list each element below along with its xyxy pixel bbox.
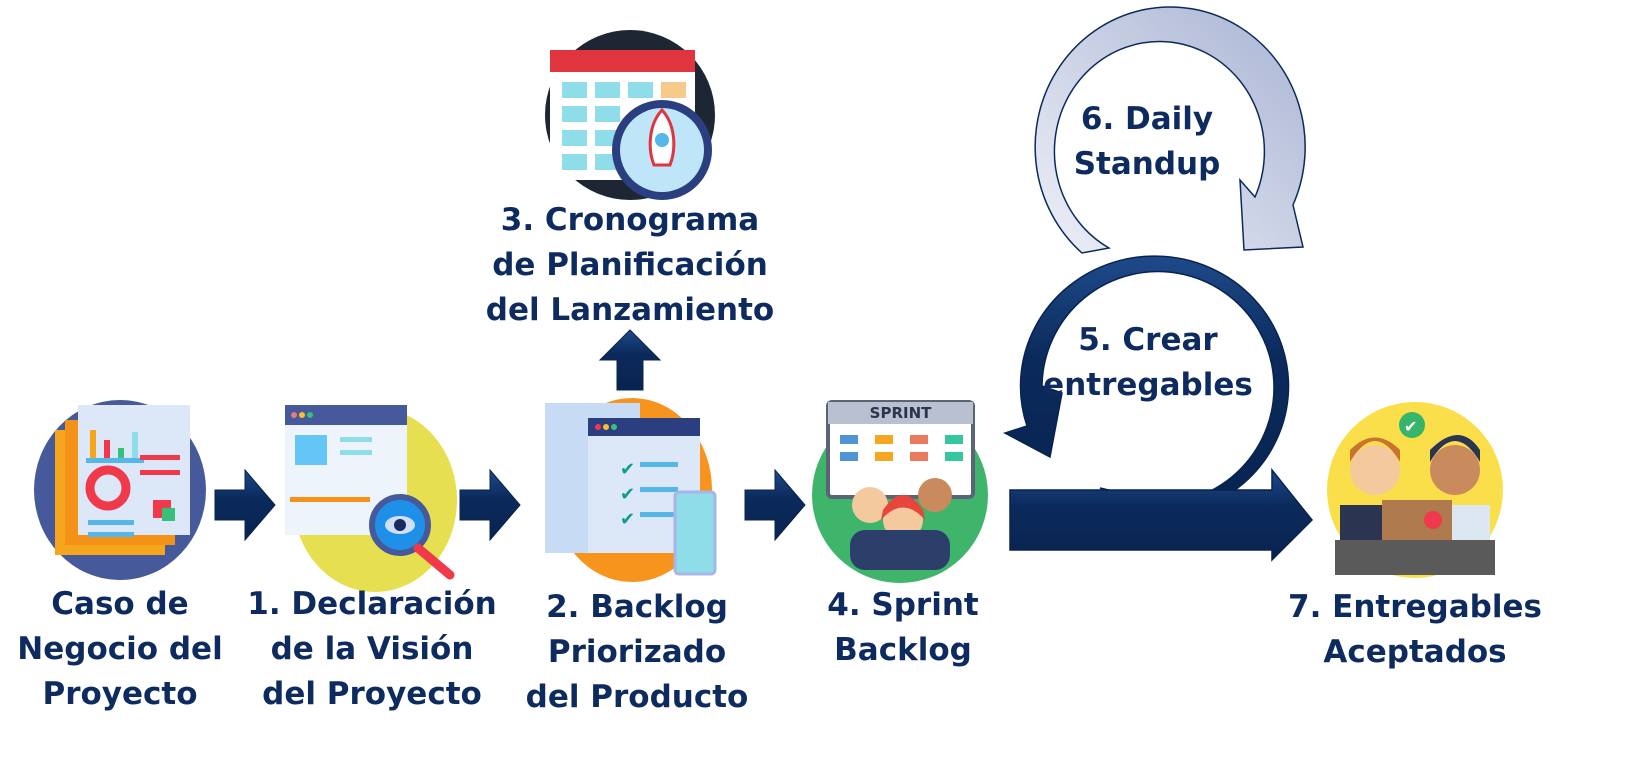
svg-text:✔: ✔ bbox=[620, 484, 635, 505]
label-line: Aceptados bbox=[1323, 634, 1507, 670]
daily-standup-loop-arrow bbox=[1034, 6, 1306, 254]
label-line: Standup bbox=[1073, 146, 1221, 182]
label-line: entregables bbox=[1043, 367, 1253, 403]
deliver-arrow bbox=[1009, 467, 1314, 562]
label-line: 2. Backlog bbox=[546, 589, 728, 625]
release-planning-calendar-icon bbox=[545, 30, 715, 200]
flow-arrow-3 bbox=[744, 468, 806, 542]
sprint-backlog-icon bbox=[812, 400, 988, 583]
label-line: de Planificación bbox=[492, 247, 768, 283]
flow-arrow-1 bbox=[214, 468, 276, 542]
accepted-deliverables-icon: ✔ bbox=[1327, 402, 1503, 578]
label-daily-standup: 6. Daily Standup bbox=[1074, 97, 1221, 187]
label-create-deliverables: 5. Crear entregables bbox=[1043, 318, 1253, 408]
label-line: 5. Crear bbox=[1078, 322, 1218, 358]
sprint-board-title: SPRINT bbox=[869, 404, 932, 422]
svg-text:✔: ✔ bbox=[620, 509, 635, 530]
svg-text:✔: ✔ bbox=[620, 459, 635, 480]
label-line: Caso de bbox=[51, 586, 189, 622]
vision-statement-icon bbox=[285, 405, 457, 592]
label-line: 6. Daily bbox=[1080, 101, 1214, 137]
label-line: del Producto bbox=[525, 679, 749, 715]
label-line: de la Visión bbox=[270, 631, 474, 667]
label-sprint-backlog: 4. Sprint Backlog bbox=[827, 583, 978, 673]
label-line: 4. Sprint bbox=[827, 587, 979, 623]
flow-arrow-2 bbox=[459, 468, 521, 542]
label-vision-statement: 1. Declaración de la Visión del Proyecto bbox=[247, 582, 496, 717]
sprint-loop-arrow bbox=[1003, 255, 1290, 511]
label-line: 1. Declaración bbox=[247, 586, 497, 622]
label-line: Negocio del bbox=[17, 631, 223, 667]
label-line: Proyecto bbox=[42, 676, 198, 712]
label-line: Backlog bbox=[834, 632, 972, 668]
label-line: 7. Entregables bbox=[1288, 589, 1542, 625]
label-line: del Lanzamiento bbox=[485, 292, 775, 328]
svg-text:✔: ✔ bbox=[1404, 417, 1417, 436]
label-line: 3. Cronograma bbox=[500, 202, 760, 238]
label-business-case: Caso de Negocio del Proyecto bbox=[17, 582, 222, 717]
up-arrow bbox=[598, 329, 662, 391]
label-line: del Proyecto bbox=[262, 676, 482, 712]
label-line: Priorizado bbox=[547, 634, 727, 670]
label-product-backlog: 2. Backlog Priorizado del Producto bbox=[526, 585, 749, 720]
business-case-icon bbox=[34, 400, 206, 580]
product-backlog-icon: ✔ ✔ ✔ bbox=[545, 398, 717, 582]
label-release-planning: 3. Cronograma de Planificación del Lanza… bbox=[486, 198, 774, 333]
label-accepted-deliverables: 7. Entregables Aceptados bbox=[1288, 585, 1542, 675]
